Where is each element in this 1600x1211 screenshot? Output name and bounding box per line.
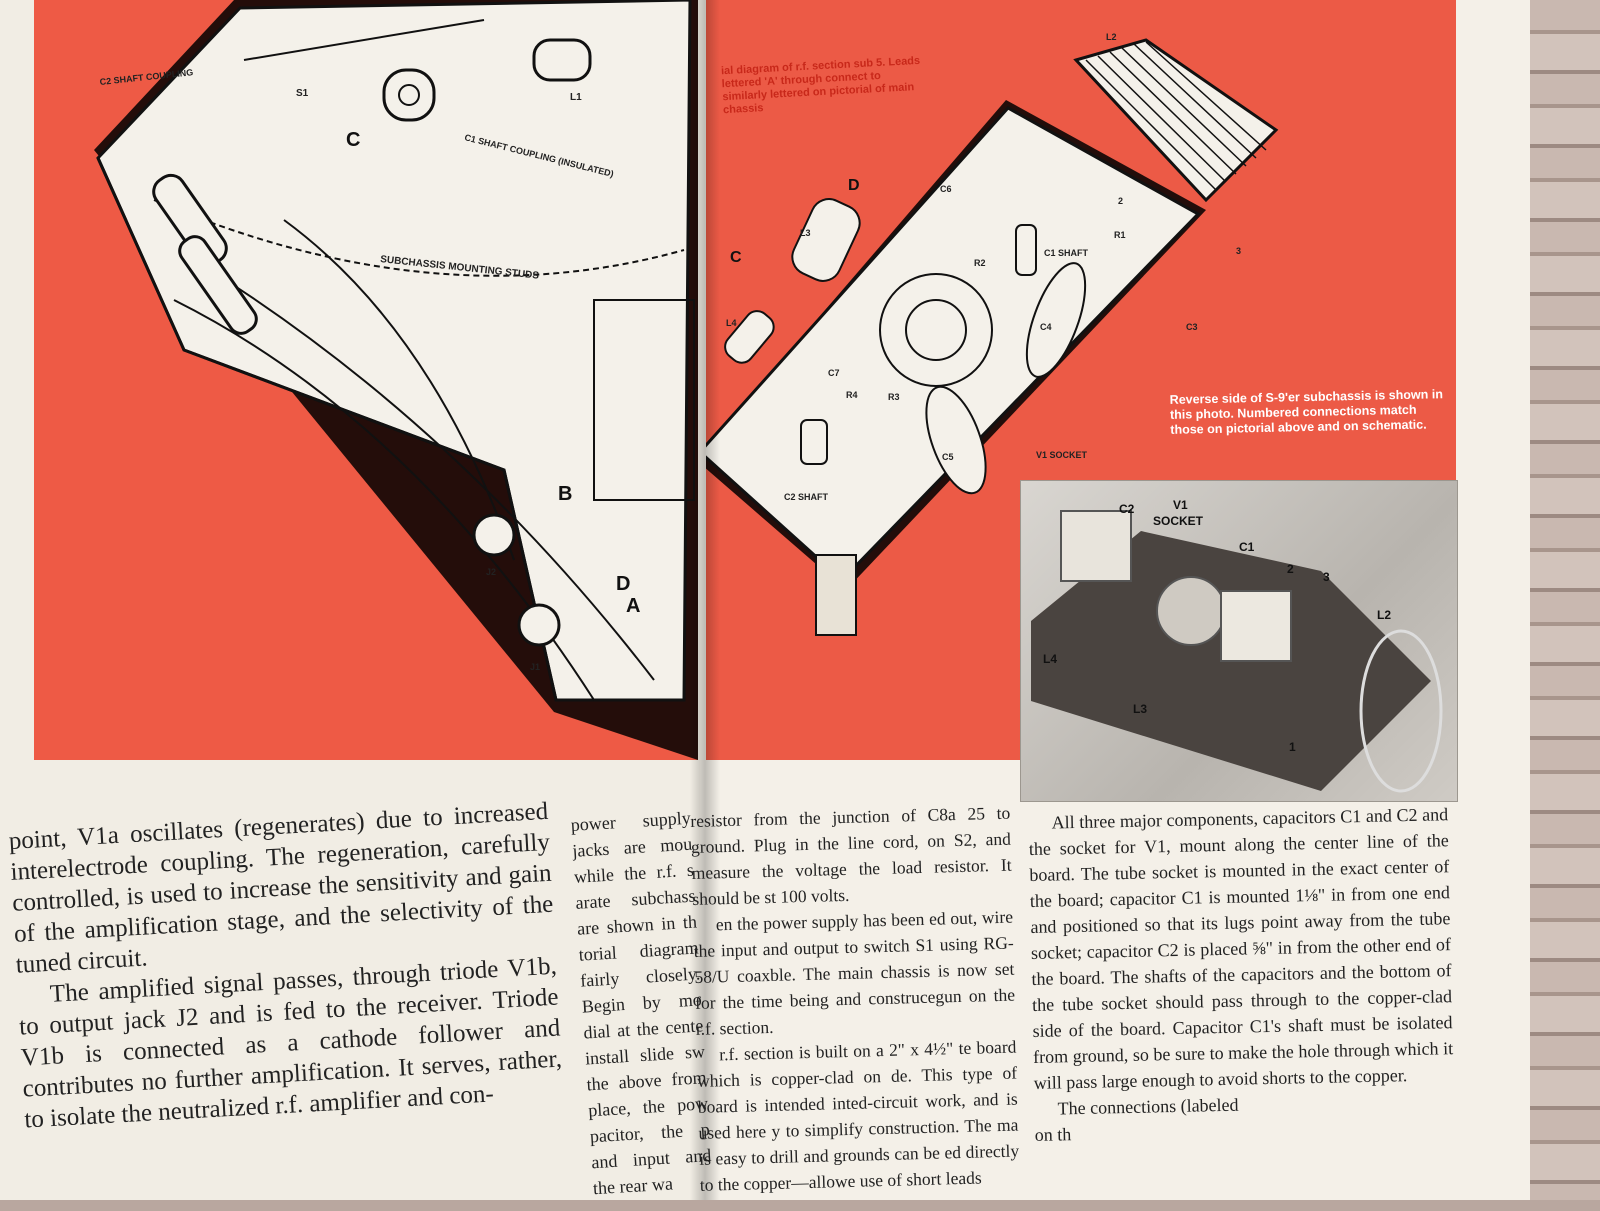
label-l1: L1 — [570, 92, 582, 103]
label-c1-shaft: C1 SHAFT — [1044, 248, 1089, 258]
photo-label-socket: SOCKET — [1153, 514, 1204, 528]
label-l4-right: L4 — [726, 318, 737, 328]
label-r3: R3 — [888, 392, 900, 402]
label-c-left: C — [346, 129, 360, 151]
label-c3: C3 — [1186, 322, 1198, 332]
photo-label-l3: L3 — [1133, 702, 1147, 716]
label-c6: C6 — [940, 184, 952, 194]
text-column-4: All three major components, capacitors C… — [1028, 801, 1455, 1148]
col3-paragraph-2: en the power supply has been ed out, wir… — [693, 906, 1016, 1039]
photo-label-c2: C2 — [1119, 502, 1135, 516]
photo-label-c1: C1 — [1239, 540, 1255, 554]
label-d-left: D — [616, 573, 630, 595]
label-c-right: C — [730, 249, 742, 266]
subchassis-photo: C2 V1 SOCKET C1 2 3 L2 L4 L3 1 — [1020, 480, 1458, 802]
label-c7: C7 — [828, 368, 840, 378]
photo-label-v1: V1 — [1173, 498, 1188, 512]
book-gutter — [690, 0, 720, 1200]
label-l3-right: L3 — [800, 228, 811, 238]
label-a: A — [626, 595, 640, 617]
label-3-right: 3 — [1236, 246, 1241, 256]
label-s1: S1 — [296, 88, 309, 99]
right-pictorial-diagram: D C L2 L3 L4 C6 R1 R2 R3 R4 C1 SHAFT C2 … — [706, 32, 1279, 636]
label-r4: R4 — [846, 390, 858, 400]
label-r1: R1 — [1114, 230, 1126, 240]
col1-paragraph-1: point, V1a oscillates (regenerates) due … — [8, 797, 554, 979]
wood-surface — [1530, 0, 1600, 1200]
photo-label-l2: L2 — [1377, 608, 1391, 622]
photo-label-3: 3 — [1323, 570, 1330, 584]
left-pictorial-diagram: C2 SHAFT COUPLING S1 C C1 SHAFT COUPLING… — [94, 0, 698, 760]
col1-paragraph-2: The amplified signal passes, through tri… — [18, 952, 563, 1134]
photo-label-1: 1 — [1289, 740, 1296, 754]
label-r2: R2 — [974, 258, 986, 268]
label-2-right: 2 — [1118, 196, 1123, 206]
text-column-3: resistor from the junction of C8a 25 to … — [690, 800, 1020, 1198]
label-j2: J2 — [486, 567, 496, 577]
figure-caption-reverse-side: Reverse side of S-9'er subchassis is sho… — [1169, 387, 1444, 437]
photo-label-l4: L4 — [1043, 652, 1057, 666]
label-v1-socket-right: V1 SOCKET — [1036, 450, 1088, 460]
photo-label-2: 2 — [1287, 562, 1294, 576]
label-c2-shaft: C2 SHAFT — [784, 492, 829, 502]
label-c5: C5 — [942, 452, 954, 462]
label-l2-right: L2 — [1106, 32, 1117, 42]
col3-paragraph-1: resistor from the junction of C8a 25 to … — [690, 802, 1012, 909]
figure-caption-top: ial diagram of r.f. section sub 5. Leads… — [720, 54, 921, 117]
col4-paragraph-1: All three major components, capacitors C… — [1028, 804, 1454, 1093]
label-b: B — [558, 483, 572, 505]
label-c4: C4 — [1040, 322, 1052, 332]
col3-paragraph-3: r.f. section is built on a 2" x 4½" te b… — [696, 1036, 1020, 1195]
label-d-right: D — [848, 177, 860, 194]
label-j1: J1 — [530, 662, 540, 672]
text-column-1: point, V1a oscillates (regenerates) due … — [8, 796, 564, 1136]
